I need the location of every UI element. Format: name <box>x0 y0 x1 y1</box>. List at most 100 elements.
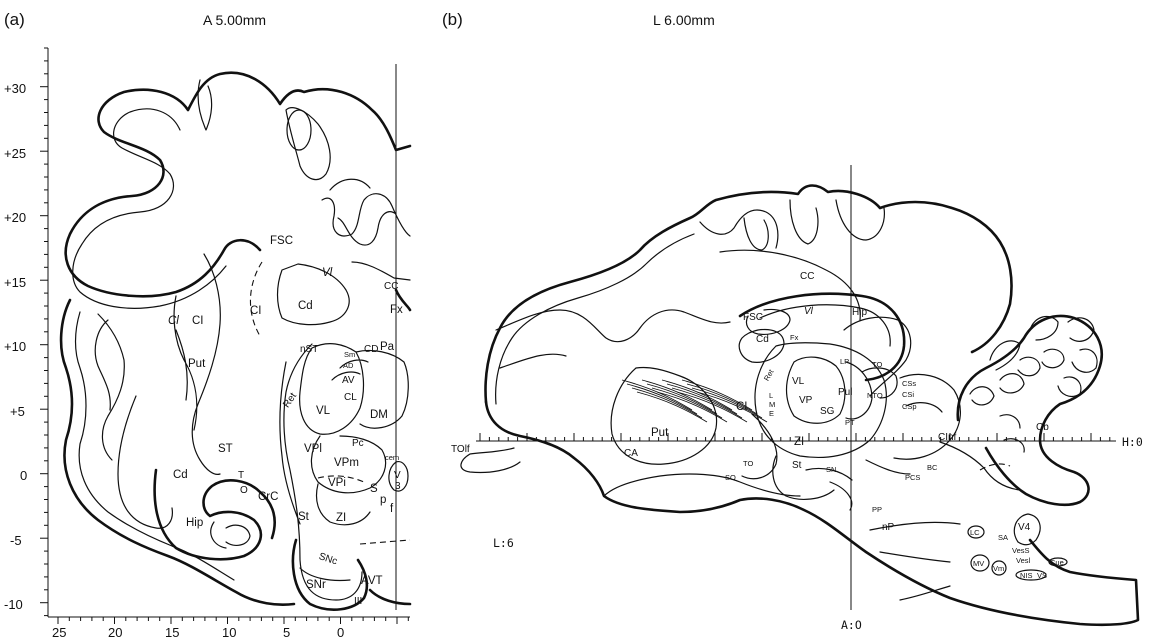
region-label: PP <box>872 505 882 514</box>
region-label: O <box>240 485 248 496</box>
y-tick-label: +25 <box>4 146 26 161</box>
region-label: LC <box>970 528 980 537</box>
region-label: Cd <box>298 300 313 312</box>
y-tick-label: -10 <box>4 597 23 612</box>
region-label: DM <box>370 409 388 421</box>
panel-a-y-axis: +30 +25 +20 +15 +10 +5 0 -5 -10 <box>4 48 48 617</box>
region-label: St <box>792 460 802 471</box>
thalamic-nuclei <box>300 344 409 525</box>
region-label: Sm <box>344 350 355 359</box>
region-label: ST <box>218 443 233 455</box>
region-label: VL <box>316 405 331 417</box>
region-label: NTO <box>867 391 883 400</box>
region-label: p <box>380 494 386 506</box>
region-label: AVT <box>361 575 383 587</box>
upper-sulci <box>322 179 410 280</box>
y-tick-label: +20 <box>4 210 26 225</box>
region-label: St <box>298 511 310 523</box>
region-label: Vm <box>993 564 1004 573</box>
region-label: V4 <box>1018 522 1031 533</box>
region-label: SN <box>826 465 836 474</box>
region-label: Cl <box>168 315 179 327</box>
region-label: Pul <box>838 387 852 398</box>
ventral-nuclei <box>773 442 1020 510</box>
region-label: nST <box>300 344 318 355</box>
region-label: 3 <box>395 481 401 492</box>
region-label: CInf <box>938 432 957 443</box>
x-tick-label: 10 <box>222 625 236 640</box>
region-label: CI <box>250 305 262 317</box>
y-tick-label: +30 <box>4 81 26 96</box>
region-label: Cd <box>173 469 188 481</box>
y-tick-label: +15 <box>4 275 26 290</box>
sagittal-cortex-outline <box>486 186 1012 403</box>
panel-a: (a) A 5.00mm +30 +25 +20 +15 +10 +5 0 -5… <box>4 10 410 640</box>
region-label: VPl <box>304 443 322 455</box>
region-label: Vl <box>804 306 814 317</box>
x-tick-label: 5 <box>283 625 290 640</box>
region-label: CSi <box>902 390 914 399</box>
region-label: L <box>769 391 773 400</box>
region-label: Pa <box>380 341 395 353</box>
region-label: VP <box>799 395 813 406</box>
region-label: SA <box>998 533 1008 542</box>
x-tick-label: 0 <box>337 625 344 640</box>
region-label: Put <box>651 427 669 439</box>
region-label: CrC <box>258 491 278 503</box>
panel-a-x-axis: 25 20 15 10 5 0 <box>48 617 410 640</box>
panel-a-letter: (a) <box>4 10 25 29</box>
region-label: TOlf <box>451 444 470 455</box>
region-label: AD <box>343 361 354 370</box>
region-label: S <box>370 483 378 495</box>
region-label: MV <box>973 559 984 568</box>
region-label: PT <box>845 418 855 427</box>
region-label: Cd <box>756 334 769 345</box>
region-label: NIS <box>1020 571 1033 580</box>
region-label: CD <box>364 344 378 355</box>
region-label: PCS <box>905 473 920 482</box>
region-label: III <box>354 596 362 607</box>
cerebellum <box>958 316 1102 505</box>
panel-b-horizontal-axis: H:0 <box>476 433 1143 449</box>
y-tick-label: 0 <box>20 468 27 483</box>
region-label: CI <box>192 315 204 327</box>
panel-b-letter: (b) <box>442 10 463 29</box>
region-label: nP <box>882 522 895 533</box>
region-label: TO <box>743 459 753 468</box>
x-tick-label: 25 <box>52 625 66 640</box>
region-label: CI <box>736 401 748 413</box>
region-label: T <box>238 470 244 481</box>
region-label: Vl <box>322 267 333 279</box>
region-label: Ret <box>762 367 776 382</box>
y-tick-label: +5 <box>10 404 25 419</box>
internal-structures <box>95 254 362 600</box>
brainstem-lines <box>870 522 960 600</box>
region-label: Hip <box>186 517 203 529</box>
region-label: SNc <box>317 551 338 567</box>
region-label: VPm <box>334 457 359 469</box>
region-label: VL <box>792 376 805 387</box>
region-label: BC <box>927 463 938 472</box>
panel-a-title: A 5.00mm <box>203 12 266 28</box>
region-label: FSC <box>270 235 293 247</box>
y-tick-label: +10 <box>4 339 26 354</box>
y-tick-label: -5 <box>10 533 22 548</box>
region-label: ZI <box>336 512 346 524</box>
region-label: Put <box>188 358 206 370</box>
region-label: Fx <box>390 304 403 316</box>
panel-b-title: L 6.00mm <box>653 12 715 28</box>
panel-b: (b) L 6.00mm H:0 A:O L:6 <box>442 10 1143 632</box>
region-label: CC <box>384 281 398 292</box>
region-label: cem <box>385 453 399 462</box>
axis-label-a0: A:O <box>841 618 862 632</box>
region-label: CL <box>344 392 357 403</box>
region-label: FSC <box>743 312 763 323</box>
region-label: Hip <box>852 307 867 318</box>
hippocampus-inner-a <box>211 522 250 548</box>
region-label: VS <box>1037 571 1047 580</box>
laterality-label: L:6 <box>493 536 514 550</box>
region-label: VPi <box>328 477 346 489</box>
region-label: V <box>394 470 401 481</box>
region-label: f <box>390 503 394 515</box>
